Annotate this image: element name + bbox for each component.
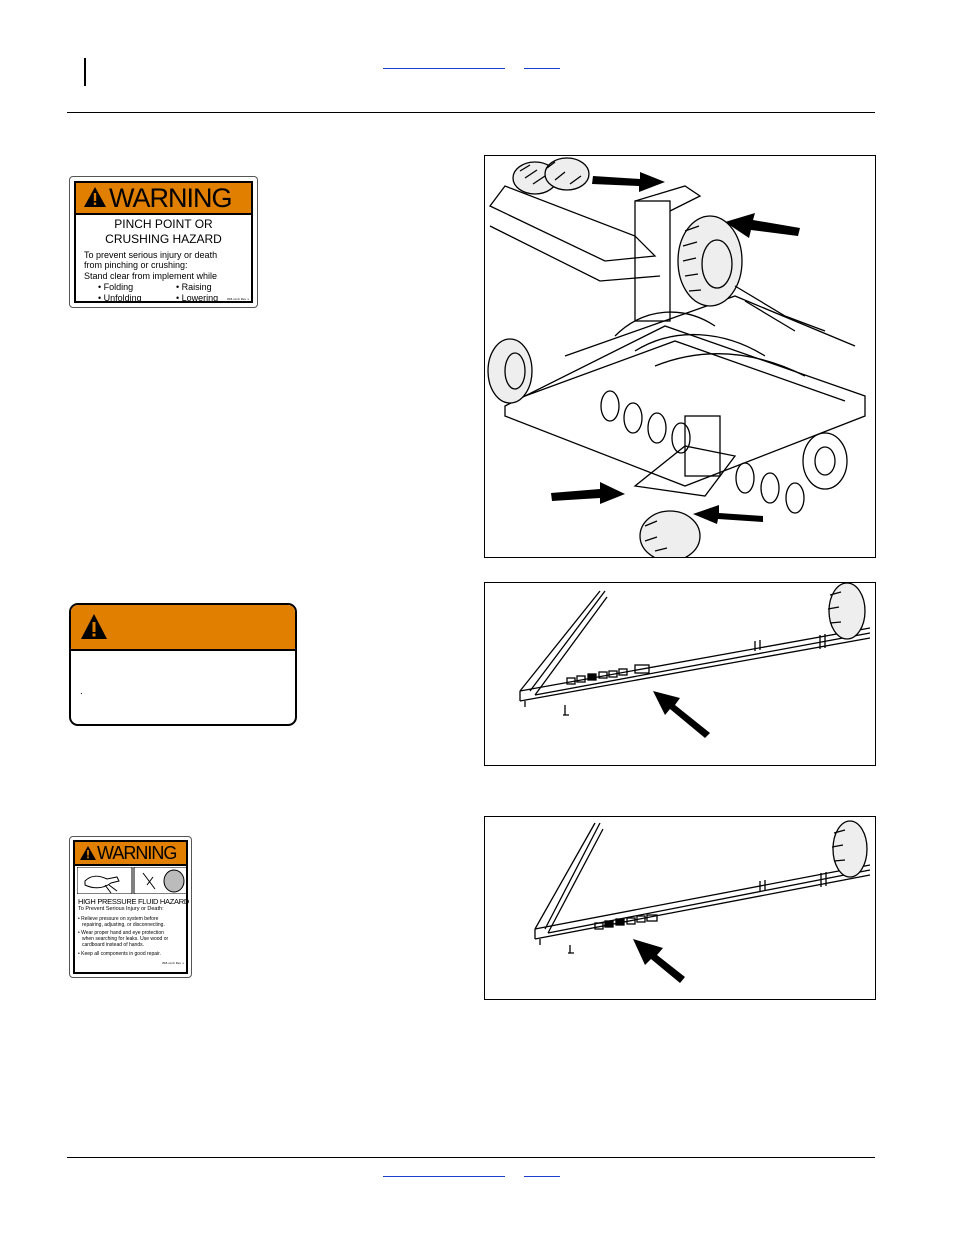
alert-triangle-icon <box>81 614 107 639</box>
frame-illustration <box>519 582 871 738</box>
warning-header-bar: WARNING <box>75 842 186 866</box>
warning-header-bar <box>71 605 295 651</box>
footer-link-section[interactable] <box>383 1164 505 1177</box>
pinch-part-number: 818-xxxC Rev. x <box>227 297 249 301</box>
header-margin-bar <box>84 58 86 86</box>
callout-arrows <box>551 172 800 524</box>
fluid-item-2: • Wear proper hand and eye protection <box>78 930 164 936</box>
alert-triangle-icon <box>84 187 106 207</box>
header-link-page[interactable] <box>524 56 560 69</box>
pinch-item-lowering: • Lowering <box>176 293 219 303</box>
decal-bullet: . <box>80 686 83 697</box>
pinch-body-line2: from pinching or crushing: <box>84 260 188 270</box>
figure-implement-decal-locations <box>484 155 876 562</box>
fluid-item-2c: cardboard instead of hands. <box>82 942 144 948</box>
footer-link-page[interactable] <box>524 1164 560 1177</box>
pinch-item-folding: • Folding <box>98 282 134 292</box>
pinch-body-line1: To prevent serious injury or death <box>84 250 218 260</box>
frame-illustration <box>534 820 871 983</box>
header-link-section[interactable] <box>383 56 505 69</box>
pinch-point-warning-decal: WARNING PINCH POINT OR CRUSHING HAZARD T… <box>69 176 258 308</box>
pinch-item-raising: • Raising <box>176 282 212 292</box>
fluid-title: HIGH PRESSURE FLUID HAZARD <box>78 897 189 906</box>
implement-illustration <box>487 157 866 562</box>
fluid-part-number: 818-xxxC Rev. x <box>162 961 184 965</box>
hand-injection-icon <box>76 866 189 895</box>
figure-frame-decal-location-2 <box>484 816 876 1000</box>
warning-decal-blank: . <box>69 603 297 726</box>
figure-frame-decal-location-1 <box>484 582 876 766</box>
high-pressure-fluid-warning-decal: WARNING HIGH PRESSURE FLUID HAZARD To Pr… <box>69 836 192 978</box>
pinch-body-line3: Stand clear from implement while <box>84 271 218 281</box>
fluid-subtitle: To Prevent Serious Injury or Death: <box>78 906 164 912</box>
pinch-item-unfolding: • Unfolding <box>98 293 142 303</box>
fluid-item-2b: when searching for leaks. Use wood or <box>82 936 169 942</box>
footer-rule <box>67 1157 875 1158</box>
warning-header-text: WARNING <box>109 183 232 213</box>
fluid-item-3: • Keep all components in good repair. <box>78 951 161 957</box>
alert-triangle-icon <box>80 846 96 860</box>
warning-header-bar: WARNING <box>76 183 251 215</box>
pinch-title-line2: CRUSHING HAZARD <box>105 232 222 246</box>
hazard-pictogram-row <box>76 866 189 895</box>
fluid-item-1: • Relieve pressure on system before <box>78 916 159 922</box>
pinch-title-line1: PINCH POINT OR <box>114 217 213 231</box>
header-rule <box>67 112 875 113</box>
callout-arrow <box>653 691 710 738</box>
warning-header-text: WARNING <box>97 843 177 863</box>
callout-arrow <box>633 939 685 983</box>
fluid-item-1b: repairing, adjusting, or disconnecting. <box>82 922 165 928</box>
